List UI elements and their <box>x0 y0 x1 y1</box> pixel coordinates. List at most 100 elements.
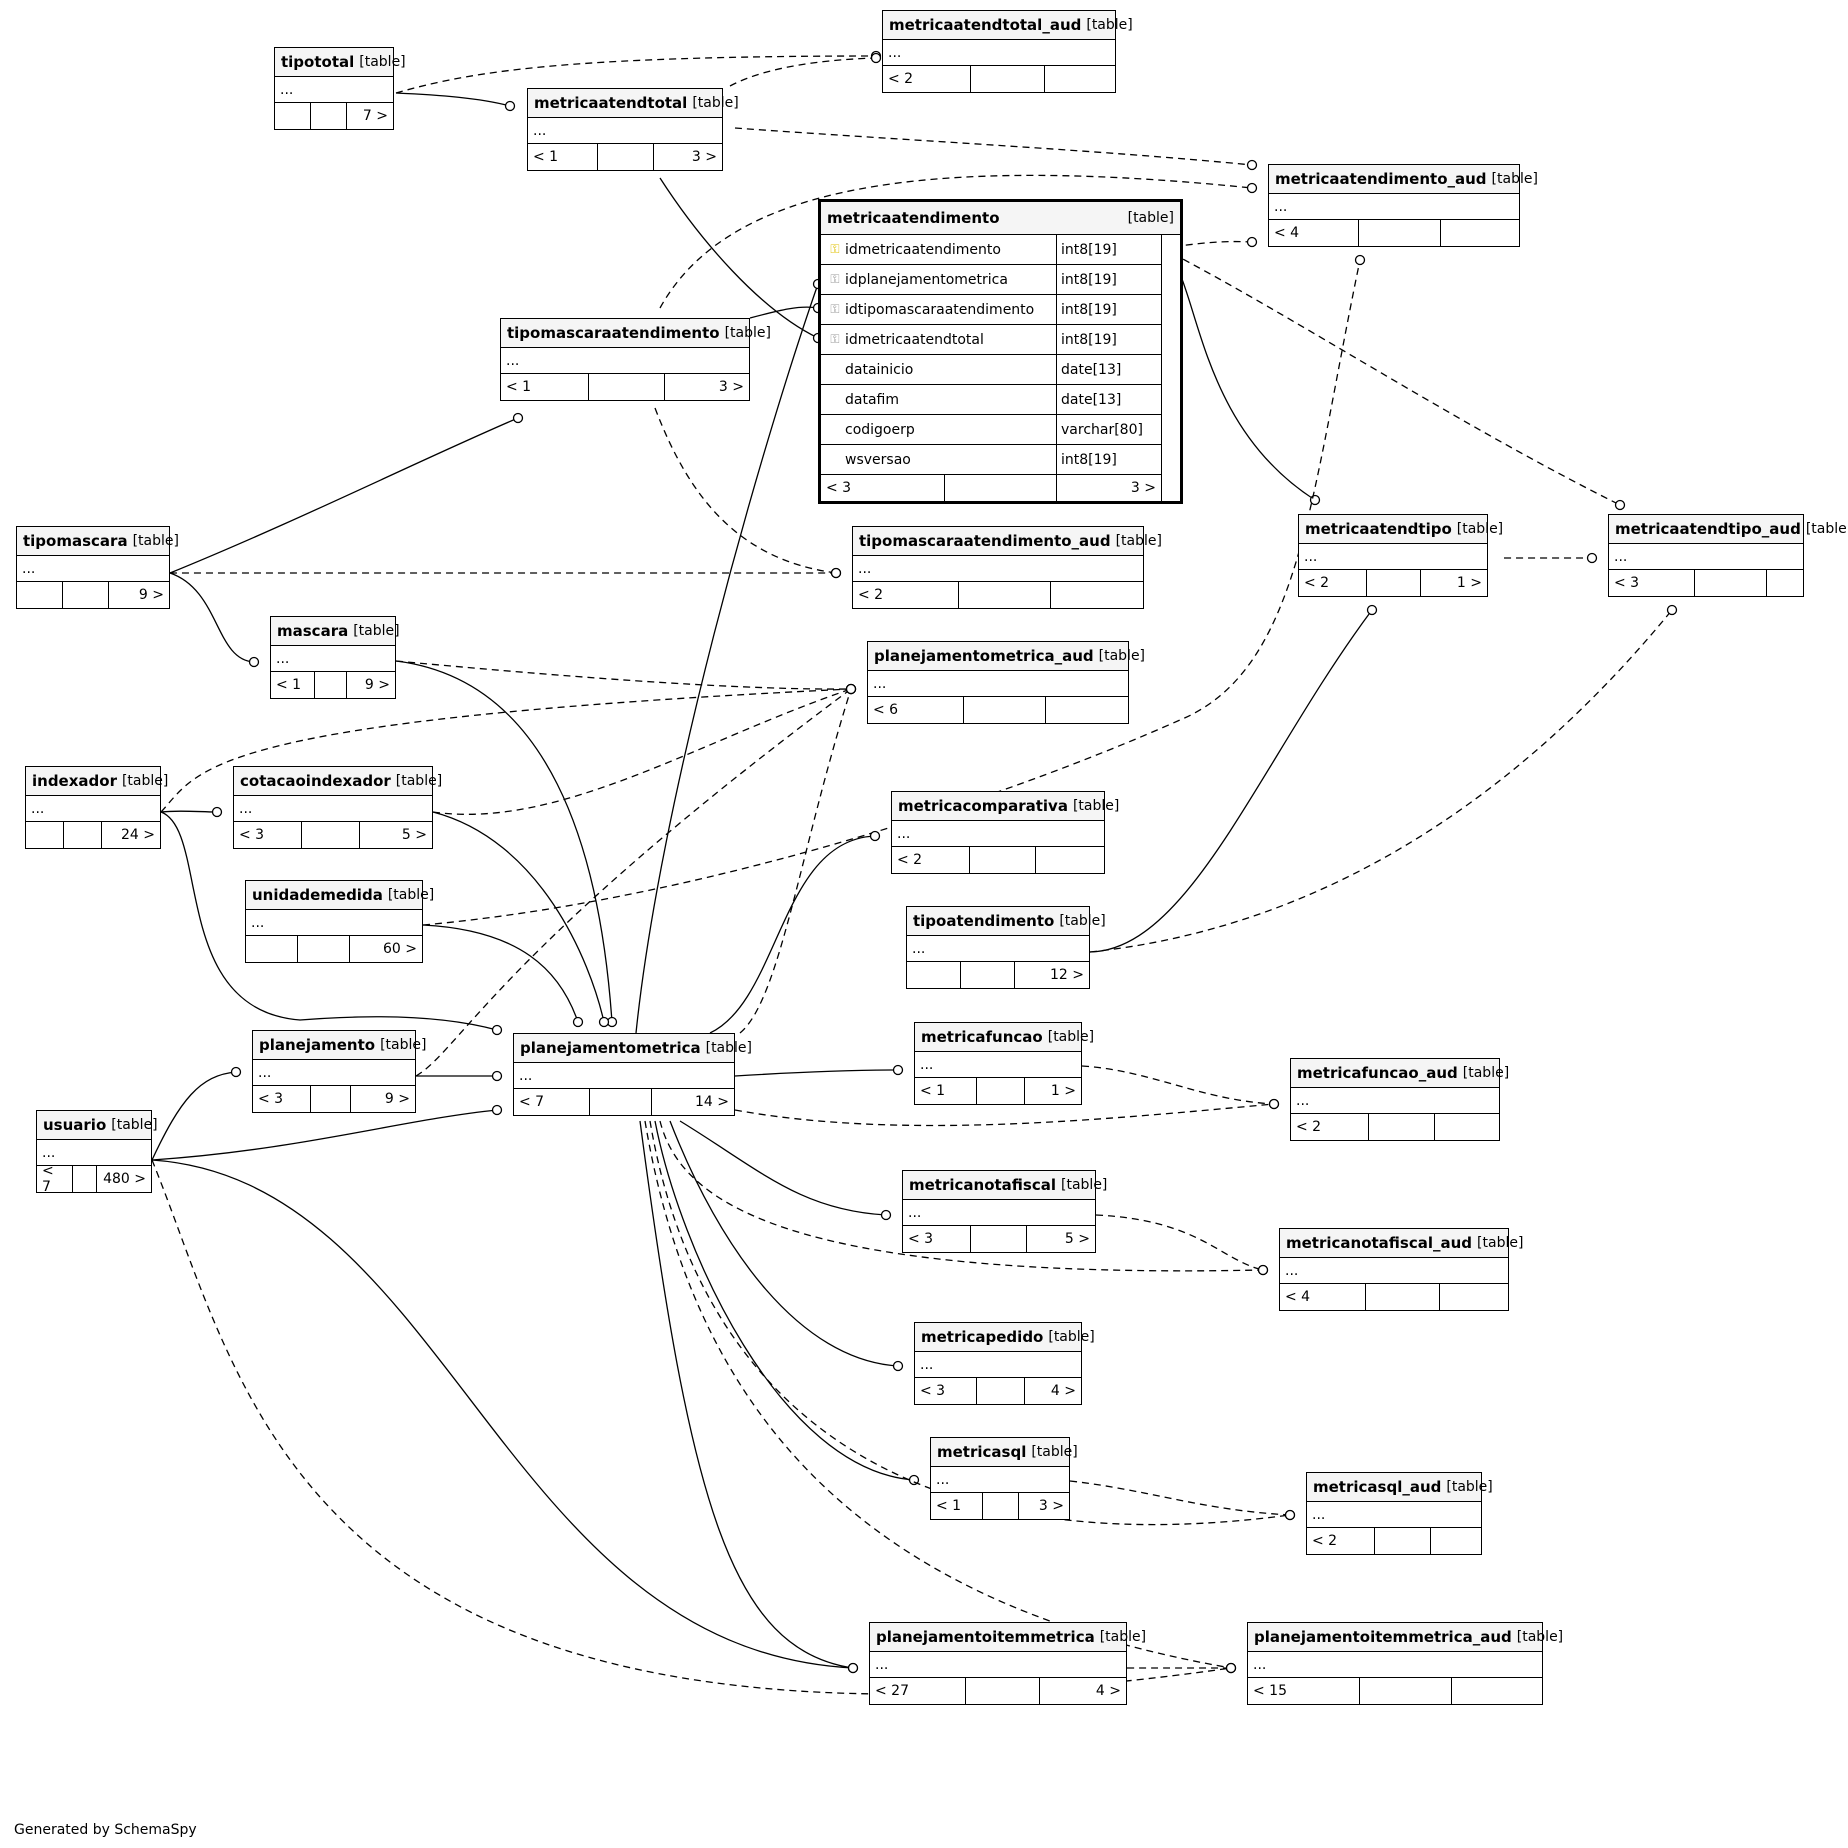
table-footer-child-count: 9 > <box>384 1091 410 1107</box>
table-name: unidademedida <box>252 886 383 904</box>
table-indexador[interactable]: indexador[table]...24 > <box>25 766 168 849</box>
zero-cardinality-marker <box>1246 236 1258 248</box>
table-tipomascaraatendimento-aud[interactable]: tipomascaraatendimento_aud[table]...< 2 <box>852 526 1162 609</box>
relationship-tipototal-to-metricaatendtotal <box>395 92 511 107</box>
zero-cardinality-marker <box>1257 1264 1269 1276</box>
table-footer-parent-count: < 3 <box>903 1226 971 1252</box>
table-footer: < 2 <box>883 66 1115 92</box>
table-metricaatendtotal-aud[interactable]: metricaatendtotal_aud[table]...< 2 <box>882 10 1133 93</box>
table-metricafuncao-aud[interactable]: metricafuncao_aud[table]...< 2 <box>1290 1058 1509 1141</box>
column-type: int8[19] <box>1061 331 1117 348</box>
table-header: planejamentoitemmetrica_aud[table] <box>1248 1623 1563 1652</box>
table-metricacomparativa[interactable]: metricacomparativa[table]...< 2 <box>891 791 1119 874</box>
table-footer-spacer <box>983 1493 1019 1519</box>
relationship-metricafuncao-to-metricafuncao-aud <box>1081 1065 1275 1105</box>
table-planejamentometrica-aud[interactable]: planejamentometrica_aud[table]...< 6 <box>867 641 1145 724</box>
table-footer-child-count: 7 > <box>362 108 388 124</box>
relationship-tipototal-to-metricaatendtotal-aud <box>395 55 877 94</box>
table-header: tipoatendimento[table] <box>907 907 1106 936</box>
table-type-tag: [table] <box>692 95 739 111</box>
table-tipototal[interactable]: tipototal[table]...7 > <box>274 47 406 130</box>
table-footer-child-count <box>1452 1678 1542 1704</box>
table-footer-parent-count: < 4 <box>1280 1284 1366 1310</box>
table-columns-collapsed: ... <box>1291 1088 1499 1114</box>
relationship-mascara-to-planejamentometrica-aud <box>395 660 852 690</box>
table-name: metricafuncao <box>921 1028 1043 1046</box>
table-footer-parent-count: < 2 <box>1299 570 1367 596</box>
generated-by-label: Generated by SchemaSpy <box>14 1822 197 1838</box>
zero-cardinality-marker <box>1268 1098 1280 1110</box>
table-footer: < 2 <box>892 847 1104 873</box>
table-footer-spacer <box>63 582 109 608</box>
table-footer: < 2 <box>1291 1114 1499 1140</box>
zero-cardinality-marker <box>598 1016 610 1028</box>
table-footer-spacer <box>959 582 1051 608</box>
table-footer-spacer <box>311 1086 351 1112</box>
relationship-planejamento-to-planejamentometrica-aud <box>415 688 852 1077</box>
table-name: usuario <box>43 1116 107 1134</box>
table-footer-parent-count: < 7 <box>37 1163 73 1195</box>
table-metricaatendtipo-aud[interactable]: metricaatendtipo_aud[table]...< 3 <box>1608 514 1848 597</box>
column-name: idplanejamentometrica <box>845 271 1008 288</box>
zero-cardinality-marker <box>869 830 881 842</box>
table-planejamentoitemmetrica-aud[interactable]: planejamentoitemmetrica_aud[table]...< 1… <box>1247 1622 1563 1705</box>
table-footer: < 3 9 > <box>253 1086 415 1112</box>
table-header: metricanotafiscal_aud[table] <box>1280 1229 1523 1258</box>
table-name: metricaatendtotal <box>534 94 688 112</box>
table-name: planejamento <box>259 1036 376 1054</box>
table-header: cotacaoindexador[table] <box>234 767 442 796</box>
table-metricanotafiscal-aud[interactable]: metricanotafiscal_aud[table]...< 4 <box>1279 1228 1523 1311</box>
table-footer-parent-count: < 3 <box>253 1086 311 1112</box>
table-name: metricaatendimento <box>827 209 1000 227</box>
table-type-tag: [table] <box>111 1117 158 1133</box>
relationship-tipoatendimento-to-metricaatendtipo-aud <box>1089 609 1673 953</box>
table-footer-spacer <box>590 1089 652 1115</box>
table-metricaatendimento-aud[interactable]: metricaatendimento_aud[table]...< 4 <box>1268 164 1538 247</box>
table-footer-spacer <box>945 475 1057 501</box>
table-header: metricaatendtotal_aud[table] <box>883 11 1133 40</box>
column-type: date[13] <box>1061 391 1122 408</box>
table-unidademedida[interactable]: unidademedida[table]...60 > <box>245 880 434 963</box>
table-name: metricasql <box>937 1443 1027 1461</box>
table-footer-child-count: 5 > <box>1064 1231 1090 1247</box>
table-metricasql-aud[interactable]: metricasql_aud[table]...< 2 <box>1306 1472 1493 1555</box>
table-footer: 12 > <box>907 962 1089 988</box>
table-footer-spacer <box>1369 1114 1435 1140</box>
column-type: date[13] <box>1061 361 1122 378</box>
table-type-tag: [table] <box>1086 17 1133 33</box>
relationship-metricaatendimento-to-metricaatendtipo <box>1161 247 1316 501</box>
table-tipoatendimento[interactable]: tipoatendimento[table]...12 > <box>906 906 1106 989</box>
table-header: metricaatendtotal[table] <box>528 89 739 118</box>
relationship-tipomascara-to-mascara <box>169 572 255 663</box>
zero-cardinality-marker <box>211 806 223 818</box>
table-tipomascara[interactable]: tipomascara[table]...9 > <box>16 526 179 609</box>
table-name: tipomascara <box>23 532 128 550</box>
table-type-tag: [table] <box>380 1037 427 1053</box>
table-footer-child-count <box>1767 570 1803 596</box>
relationship-tipoatendimento-to-metricaatendtipo <box>1089 609 1373 953</box>
table-metricaatendimento[interactable]: metricaatendimento[table]⚿idmetricaatend… <box>818 199 1183 504</box>
